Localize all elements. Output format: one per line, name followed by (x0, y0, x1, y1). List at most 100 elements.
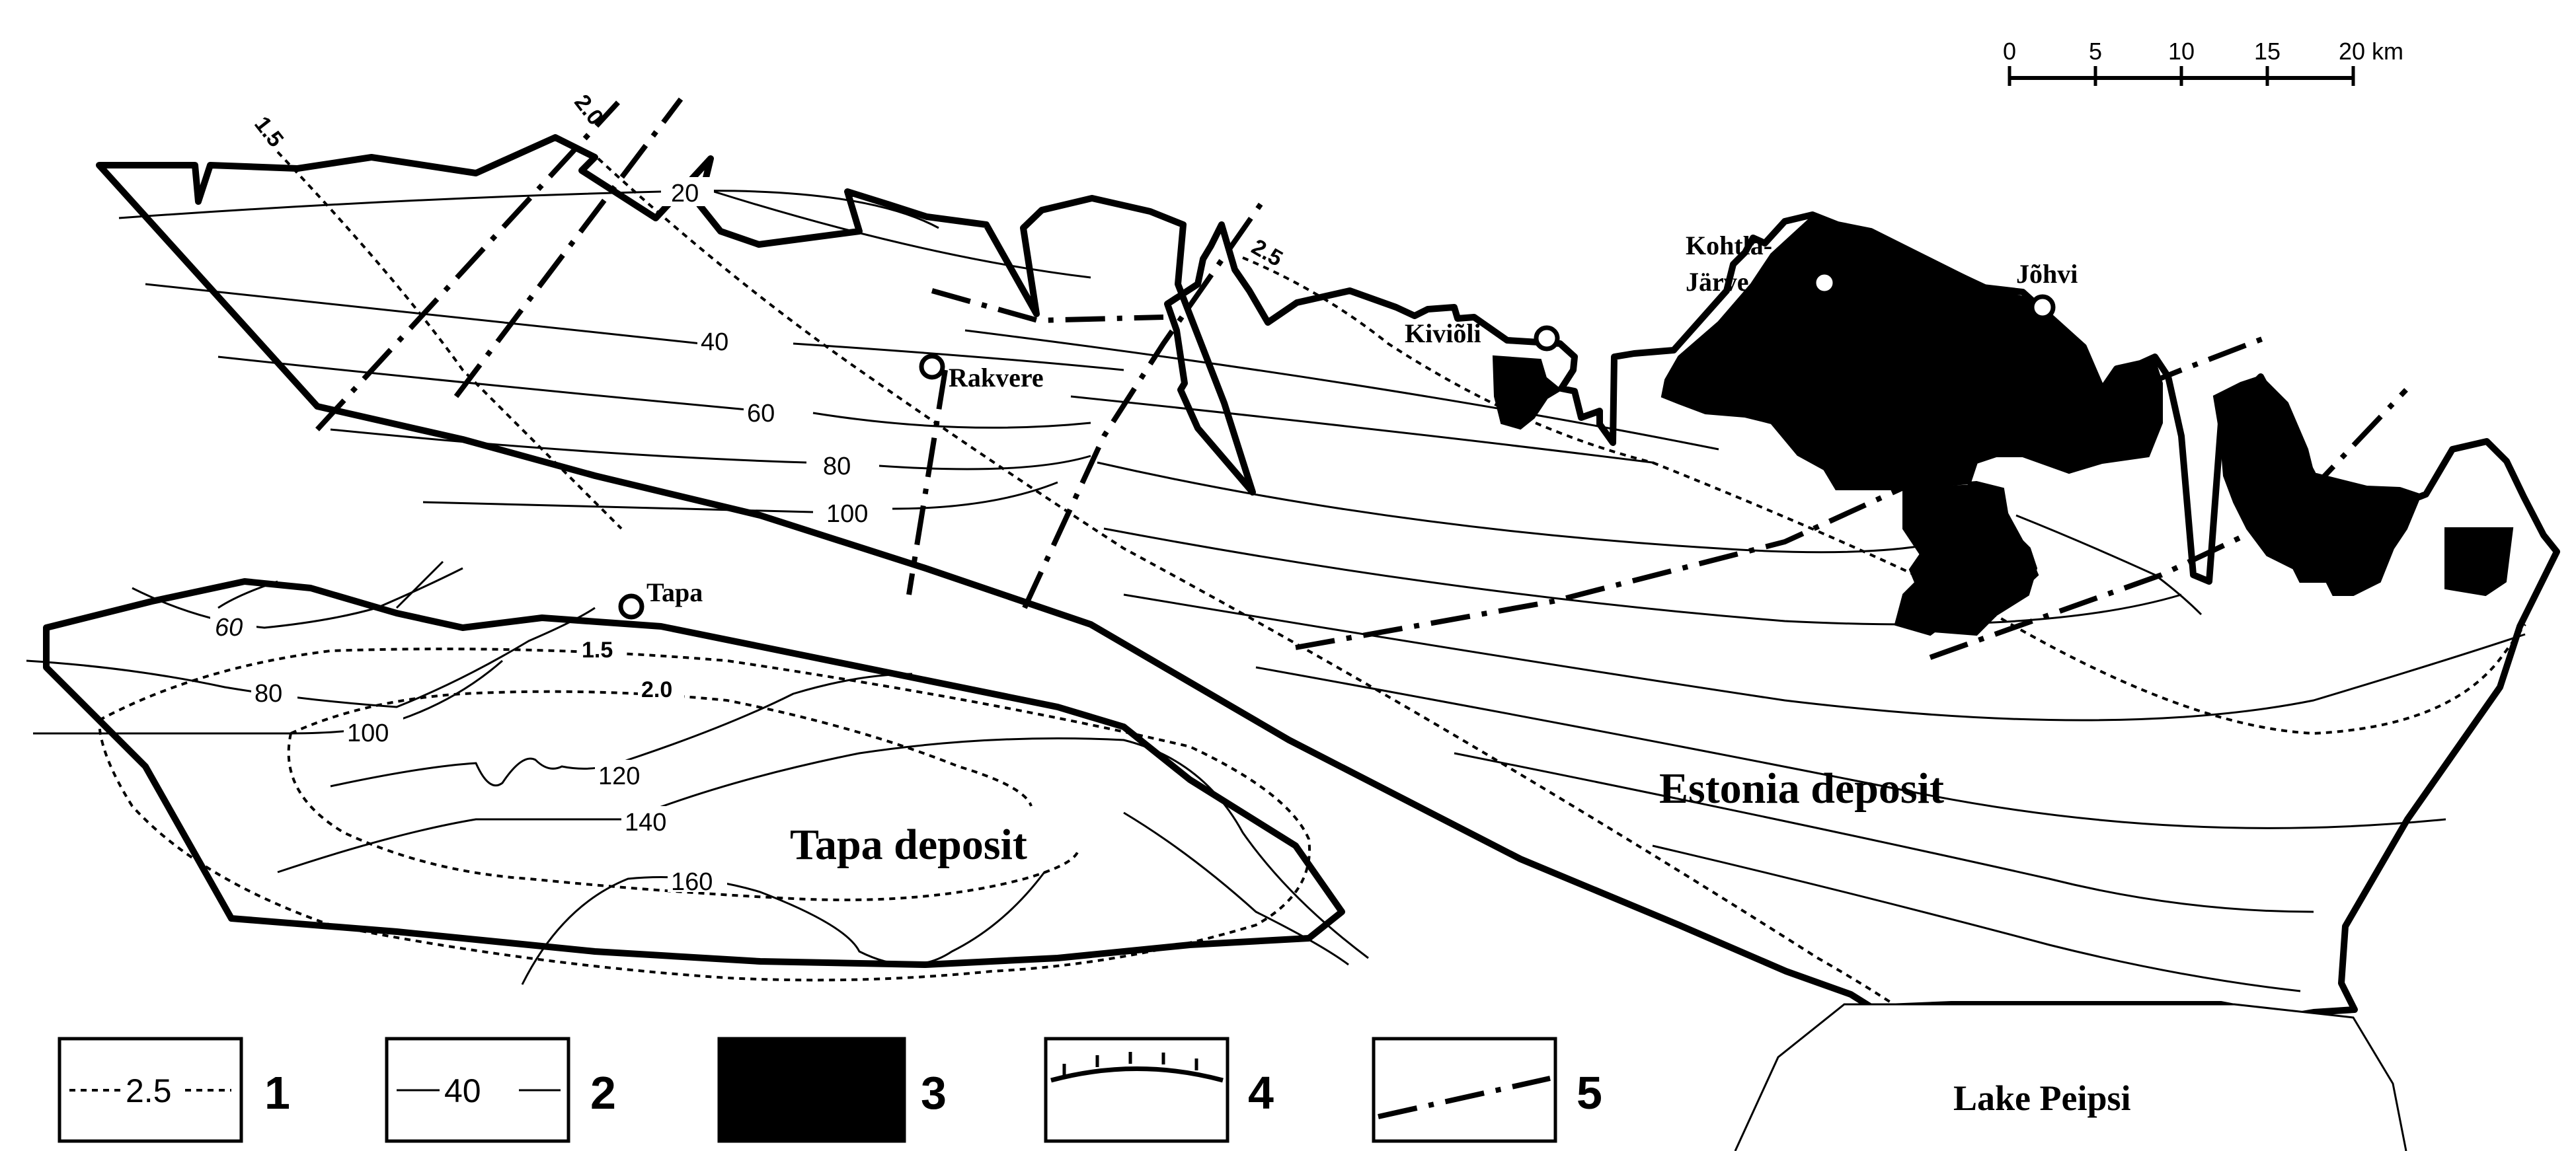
depth-label-40: 40 (701, 328, 728, 356)
isoline-20 (118, 190, 939, 229)
legend-sample-1: 2.5 (126, 1072, 172, 1109)
isoline-100-east (892, 481, 1058, 510)
scale-tick-20: 20 (2339, 38, 2365, 65)
isoline-40 (145, 283, 701, 345)
legend-number-1: 1 (264, 1067, 290, 1119)
depth-label-60: 60 (747, 400, 775, 427)
isoline-e1 (964, 329, 1719, 451)
tapa-label: Tapa (646, 577, 703, 607)
fault-4 (906, 369, 948, 595)
legend: 2.5 1 40 2 3 4 5 (58, 1037, 1602, 1143)
calorific-2.5 (1242, 256, 2526, 735)
kohtla-jarve-marker (1811, 270, 1838, 296)
depth-label-100: 100 (826, 500, 868, 528)
estonia-deposit (96, 97, 2560, 1151)
tapa-depth-label-80: 80 (254, 680, 282, 708)
estonia-deposit-outline (96, 134, 2560, 1021)
mined-area-east-small (2444, 527, 2514, 597)
tapa-depth-label-160: 160 (671, 868, 713, 896)
kohtla-jarve-label-line1: Kohtla- (1686, 231, 1772, 260)
faults (315, 97, 2408, 660)
tapa-calorific-2.0 (290, 690, 1033, 807)
tapa-deposit (26, 560, 1369, 985)
estonia-deposit-label: Estonia deposit (1659, 764, 1944, 813)
kivioli-label: Kiviõli (1405, 318, 1481, 348)
legend-item-1: 2.5 1 (58, 1037, 290, 1143)
johvi-label: Jõhvi (2016, 259, 2078, 289)
isoline-100 (422, 501, 814, 513)
isoline-e5 (1123, 593, 2526, 722)
legend-sample-2: 40 (444, 1072, 481, 1109)
tapa-marker (618, 593, 644, 620)
isoline-80 (330, 428, 807, 464)
tapa-isoline-60 (132, 567, 463, 629)
estonia-depth-isolines (118, 190, 2526, 992)
rakvere-marker (919, 353, 945, 380)
legend-item-2: 40 2 (385, 1037, 616, 1143)
fault-1 (315, 100, 620, 431)
tapa-deposit-outline (43, 578, 1345, 968)
tapa-depth-label-100: 100 (347, 720, 389, 747)
isoline-e6 (1255, 666, 2446, 829)
rakvere-label: Rakvere (949, 363, 1044, 392)
isoline-60-east (812, 412, 1091, 429)
calorific-label-2.5: 2.5 (1247, 235, 1287, 272)
lake-peipsi-label: Lake Peipsi (1953, 1078, 2131, 1118)
estonia-deposit-outcrop-ticks (99, 135, 2545, 583)
fault-2 (453, 97, 683, 398)
isoline-20-east (713, 190, 1091, 279)
isoline-40-east (793, 342, 1124, 371)
legend-number-3: 3 (921, 1067, 947, 1119)
fault-7 (1929, 388, 2408, 660)
isoline-e9 (2015, 514, 2203, 616)
isoline-80-east (878, 455, 1091, 470)
depth-label-80: 80 (823, 453, 851, 480)
fault-3 (931, 288, 1164, 324)
isoline-e4 (1103, 527, 2182, 626)
legend-item-3: 3 (717, 1037, 947, 1143)
lake-peipsi-outline (1732, 1004, 2406, 1151)
kivioli-marker (1534, 325, 1560, 352)
kohtla-jarve-label-line2: Järve (1686, 267, 1749, 297)
map-labels: Rakvere Tapa Kiviõli Kohtla- Järve Jõhvi… (210, 90, 2131, 1118)
tapa-isoline-60-b (395, 560, 444, 609)
scale-unit: km (2372, 38, 2403, 65)
scale-bar: 0 5 10 15 20 km (2003, 38, 2403, 86)
tapa-deposit-label: Tapa deposit (790, 821, 1027, 869)
isoline-e7 (1454, 752, 2314, 913)
isoline-60 (217, 355, 748, 411)
calorific-label-1.5: 1.5 (249, 112, 288, 152)
tapa-calorific-label-1.5: 1.5 (582, 638, 613, 663)
estonia-calorific-isolines (276, 151, 2526, 1012)
calorific-label-2.0: 2.0 (569, 90, 608, 130)
isoline-e8 (1652, 844, 2301, 992)
tapa-isoline-80 (26, 607, 596, 708)
isoline-e3 (1097, 461, 1984, 554)
depth-label-20: 20 (671, 180, 699, 207)
tapa-depth-label-140: 140 (625, 809, 666, 836)
tapa-deposit-fill (46, 581, 1342, 965)
scale-tick-5: 5 (2089, 38, 2102, 65)
johvi-marker (2029, 294, 2056, 320)
fault-5 (1022, 200, 1265, 609)
calorific-2.0 (597, 157, 1905, 1012)
tapa-isoline-100 (33, 659, 503, 735)
calorific-1.5 (276, 151, 623, 530)
mined-out-areas (1492, 216, 2514, 636)
legend-number-2: 2 (590, 1067, 616, 1119)
tapa-depth-label-60: 60 (215, 614, 243, 642)
tapa-isoline-120 (330, 673, 913, 788)
legend-number-5: 5 (1577, 1067, 1602, 1119)
fault-6 (1295, 334, 2269, 650)
tapa-isoline-160 (521, 872, 1046, 985)
scale-tick-15: 15 (2254, 38, 2281, 65)
tapa-isoline-e (1123, 811, 1349, 966)
isoline-e2 (1070, 395, 1653, 464)
tapa-isoline-140 (277, 737, 1369, 959)
legend-number-4: 4 (1248, 1067, 1274, 1119)
tapa-depth-isolines (26, 560, 1369, 985)
tapa-calorific-label-2.0: 2.0 (641, 677, 672, 702)
legend-item-5: 5 (1372, 1037, 1602, 1143)
scale-tick-10: 10 (2168, 38, 2195, 65)
